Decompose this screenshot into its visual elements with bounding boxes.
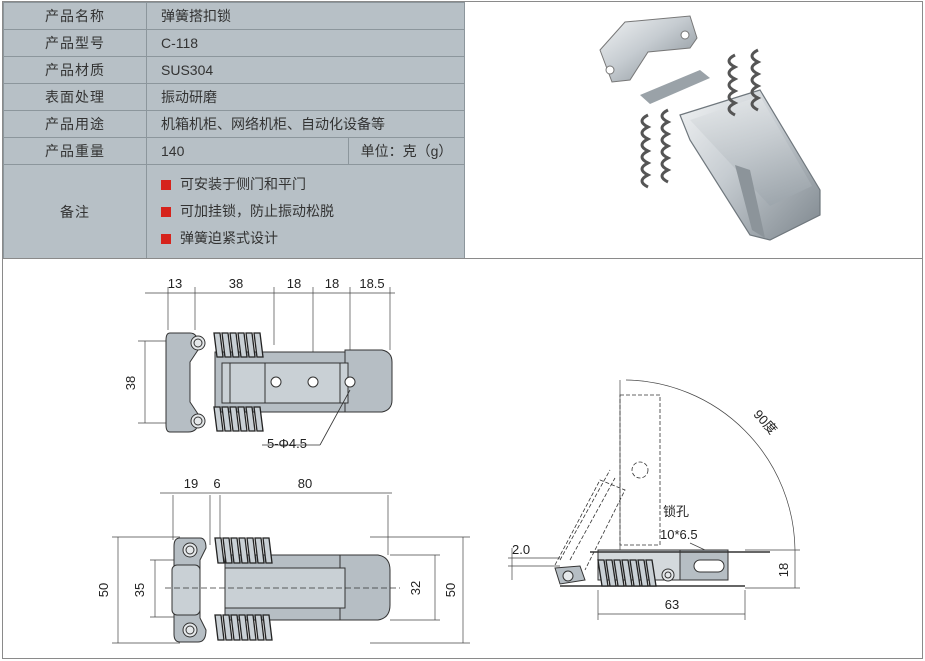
dim-label: 50 bbox=[443, 583, 458, 597]
spec-label: 产品材质 bbox=[3, 56, 147, 84]
remark-text: 可加挂锁，防止振动松脱 bbox=[180, 203, 334, 219]
angle-label: 90度 bbox=[751, 407, 781, 437]
dim-label: 18 bbox=[287, 276, 301, 291]
spec-value: C-118 bbox=[146, 29, 465, 57]
dim-label: 13 bbox=[168, 276, 182, 291]
dim-label: 19 bbox=[184, 476, 198, 491]
dim-label: 80 bbox=[298, 476, 312, 491]
list-item: 可加挂锁，防止振动松脱 bbox=[161, 198, 464, 225]
weight-unit: 单位：克（g） bbox=[348, 137, 465, 165]
dim-label: 2.0 bbox=[512, 542, 530, 557]
spec-label: 表面处理 bbox=[3, 83, 147, 111]
front-view bbox=[112, 492, 470, 644]
spec-row-usage: 产品用途 机箱机柜、网络机柜、自动化设备等 bbox=[3, 110, 465, 138]
dim-label: 18.5 bbox=[359, 276, 384, 291]
hole-note: 5-Φ4.5 bbox=[267, 436, 307, 451]
list-item: 弹簧迫紧式设计 bbox=[161, 225, 464, 252]
dim-label: 18 bbox=[776, 563, 791, 577]
dim-label: 38 bbox=[229, 276, 243, 291]
lock-hole-size: 10*6.5 bbox=[660, 527, 698, 542]
spec-row-weight: 产品重量 140 单位：克（g） bbox=[3, 137, 465, 165]
dim-label: 18 bbox=[325, 276, 339, 291]
dim-label: 38 bbox=[123, 376, 138, 390]
section-divider bbox=[3, 258, 922, 259]
spec-value: 140 bbox=[146, 137, 349, 165]
bullet-icon bbox=[161, 233, 171, 244]
spec-label: 备注 bbox=[3, 164, 147, 259]
top-view bbox=[138, 287, 395, 446]
dim-label: 63 bbox=[665, 597, 679, 612]
spec-row-material: 产品材质 SUS304 bbox=[3, 56, 465, 84]
spec-value: SUS304 bbox=[146, 56, 465, 84]
dim-label: 50 bbox=[96, 583, 111, 597]
dim-label: 35 bbox=[132, 583, 147, 597]
lock-hole-label: 锁孔 bbox=[663, 504, 689, 519]
remarks-list: 可安装于侧门和平门 可加挂锁，防止振动松脱 弹簧迫紧式设计 bbox=[147, 165, 464, 258]
dim-label: 32 bbox=[408, 581, 423, 595]
list-item: 可安装于侧门和平门 bbox=[161, 171, 464, 198]
spec-value: 机箱机柜、网络机柜、自动化设备等 bbox=[146, 110, 465, 138]
bullet-icon bbox=[161, 206, 171, 217]
remarks-cell: 可安装于侧门和平门 可加挂锁，防止振动松脱 弹簧迫紧式设计 bbox=[146, 164, 465, 259]
spec-row-model: 产品型号 C-118 bbox=[3, 29, 465, 57]
spec-value: 弹簧搭扣锁 bbox=[146, 2, 465, 30]
remark-text: 可安装于侧门和平门 bbox=[180, 176, 306, 192]
bullet-icon bbox=[161, 179, 171, 190]
side-view bbox=[508, 379, 800, 620]
dim-label: 6 bbox=[213, 476, 220, 491]
product-photo bbox=[599, 15, 821, 241]
spec-table: 产品名称 弹簧搭扣锁 产品型号 C-118 产品材质 SUS304 表面处理 振… bbox=[3, 2, 465, 259]
remark-text: 弹簧迫紧式设计 bbox=[180, 230, 278, 246]
spec-row-remarks: 备注 可安装于侧门和平门 可加挂锁，防止振动松脱 弹簧迫紧式设计 bbox=[3, 164, 465, 259]
